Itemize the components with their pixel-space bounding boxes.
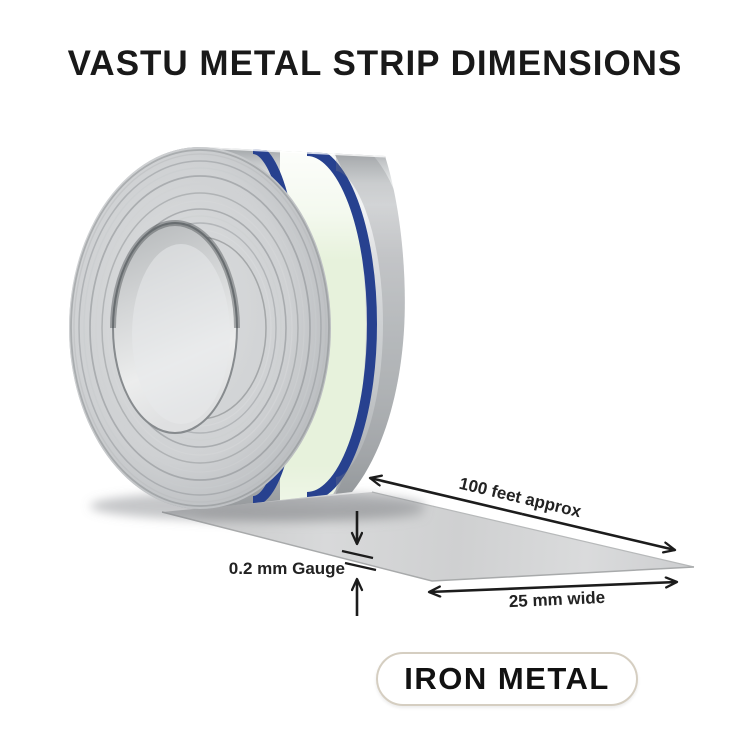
gauge-tick-top	[341, 549, 374, 560]
coil-ring	[89, 175, 311, 481]
material-badge: IRON METAL	[376, 652, 638, 706]
coil-bore	[110, 220, 240, 434]
material-badge-label: IRON METAL	[404, 661, 610, 696]
coil-ring	[70, 149, 330, 507]
strip-near-edge	[161, 511, 695, 582]
bore-inner-wall	[132, 244, 230, 424]
width-arrow-right	[552, 582, 677, 587]
page-title: VASTU METAL STRIP DIMENSIONS	[67, 44, 683, 83]
gauge-dimension-label: 0.2 mm Gauge	[228, 559, 345, 578]
gauge-tick-bottom	[344, 561, 377, 572]
coil-ring	[73, 153, 327, 503]
dimension-annotations	[341, 478, 677, 616]
metal-roll	[69, 147, 405, 509]
blue-stripe-right	[306, 147, 377, 502]
coil-ring	[83, 167, 317, 489]
band-glare	[271, 147, 368, 509]
length-arrow-left	[370, 478, 523, 516]
coil-ring	[95, 183, 305, 473]
coil-ring	[107, 200, 293, 456]
coil-face	[69, 147, 331, 509]
width-arrow-left	[429, 587, 554, 592]
top-edge-highlight	[199, 147, 386, 158]
bore-inner-shadow	[110, 220, 240, 329]
strip-far-edge	[371, 491, 695, 568]
length-arrow-right	[521, 512, 675, 550]
coil-ring	[78, 160, 322, 496]
coil-ring	[101, 192, 299, 464]
